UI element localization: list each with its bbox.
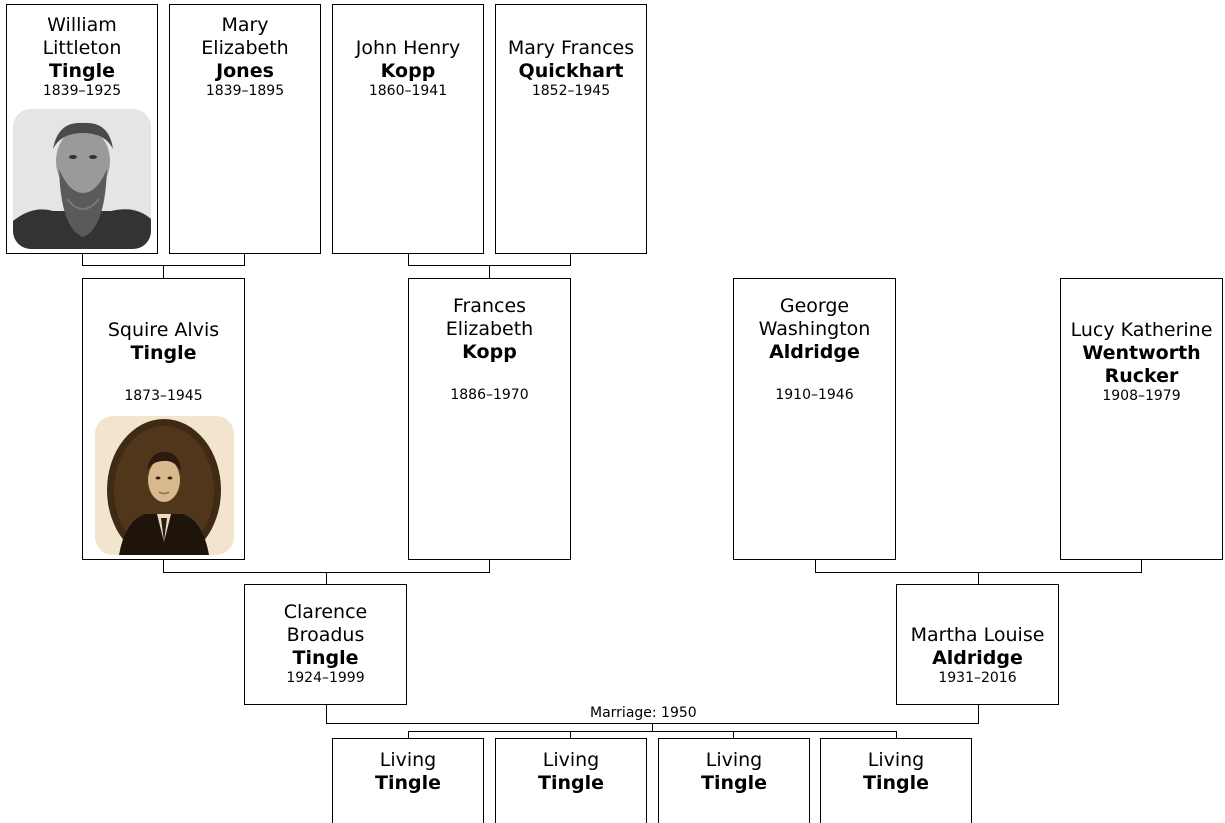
connector-line xyxy=(408,731,897,732)
person-card-living-tingle[interactable]: Living Tingle xyxy=(658,738,810,823)
connector-line xyxy=(896,731,897,739)
person-card-living-tingle[interactable]: Living Tingle xyxy=(820,738,972,823)
surname: Kopp xyxy=(380,60,436,82)
surname: Tingle xyxy=(130,342,197,364)
life-dates: 1852–1945 xyxy=(531,83,611,99)
person-card-william-tingle[interactable]: William Littleton Tingle 1839–1925 xyxy=(6,4,158,254)
life-dates: 1910–1946 xyxy=(775,387,854,403)
connector-line xyxy=(163,559,164,572)
given-name: Frances Elizabeth xyxy=(445,295,534,340)
given-name: Mary Frances xyxy=(507,37,635,59)
surname: Quickhart xyxy=(518,60,624,82)
surname: Tingle xyxy=(863,772,929,794)
person-card-living-tingle[interactable]: Living Tingle xyxy=(332,738,484,823)
connector-line xyxy=(978,572,979,585)
life-dates: 1924–1999 xyxy=(286,670,365,686)
connector-line xyxy=(570,253,571,265)
life-dates: 1860–1941 xyxy=(368,83,448,99)
portrait-photo xyxy=(95,416,234,555)
surname: Kopp xyxy=(462,341,517,363)
surname: Aldridge xyxy=(769,341,860,363)
connector-line xyxy=(326,704,327,723)
given-name: Living xyxy=(379,749,437,771)
given-name: Squire Alvis xyxy=(107,319,220,341)
connector-line xyxy=(652,723,653,731)
given-name: Living xyxy=(867,749,925,771)
connector-line xyxy=(489,559,490,572)
connector-line xyxy=(489,265,490,279)
surname: Tingle xyxy=(292,647,359,669)
portrait-photo-image xyxy=(13,109,151,249)
surname: Tingle xyxy=(375,772,441,794)
person-card-lucy-rucker[interactable]: Lucy Katherine Wentworth Rucker 1908–197… xyxy=(1060,278,1223,560)
life-dates: 1839–1925 xyxy=(42,83,122,99)
portrait-photo xyxy=(13,109,151,249)
connector-line xyxy=(1141,559,1142,572)
person-card-john-kopp[interactable]: John Henry Kopp 1860–1941 xyxy=(332,4,484,254)
connector-line xyxy=(733,731,734,739)
given-name: Martha Louise xyxy=(910,624,1045,646)
connector-line xyxy=(82,253,83,265)
surname: Wentworth Rucker xyxy=(1082,342,1201,387)
surname: Aldridge xyxy=(932,647,1023,669)
life-dates: 1908–1979 xyxy=(1102,388,1181,404)
connector-line xyxy=(326,572,327,585)
surname: Tingle xyxy=(49,60,115,82)
life-dates: 1873–1945 xyxy=(124,388,203,404)
portrait-photo-image xyxy=(95,416,234,555)
given-name: Living xyxy=(542,749,600,771)
person-card-mary-jones[interactable]: Mary Elizabeth Jones 1839–1895 xyxy=(169,4,321,254)
connector-line xyxy=(978,704,979,723)
given-name: George Washington xyxy=(758,295,871,340)
given-name: Lucy Katherine xyxy=(1070,319,1213,341)
person-card-squire-tingle[interactable]: Squire Alvis Tingle 1873–1945 xyxy=(82,278,245,560)
person-card-living-tingle[interactable]: Living Tingle xyxy=(495,738,647,823)
person-card-clarence-tingle[interactable]: Clarence Broadus Tingle 1924–1999 xyxy=(244,584,407,705)
given-name: John Henry xyxy=(355,37,461,59)
connector-line xyxy=(408,253,409,265)
surname: Tingle xyxy=(701,772,767,794)
surname: Jones xyxy=(216,60,274,82)
given-name: Living xyxy=(705,749,763,771)
life-dates: 1931–2016 xyxy=(938,670,1017,686)
connector-line xyxy=(570,731,571,739)
marriage-label: Marriage: 1950 xyxy=(588,705,699,721)
connector-line xyxy=(815,559,816,572)
connector-line xyxy=(244,253,245,265)
person-card-mary-quickhart[interactable]: Mary Frances Quickhart 1852–1945 xyxy=(495,4,647,254)
given-name: Mary Elizabeth xyxy=(201,14,289,59)
person-card-frances-kopp[interactable]: Frances Elizabeth Kopp 1886–1970 xyxy=(408,278,571,560)
connector-line xyxy=(408,731,409,739)
given-name: William Littleton xyxy=(42,14,122,59)
connector-line xyxy=(163,265,164,279)
life-dates: 1886–1970 xyxy=(450,387,529,403)
person-card-martha-aldridge[interactable]: Martha Louise Aldridge 1931–2016 xyxy=(896,584,1059,705)
life-dates: 1839–1895 xyxy=(205,83,285,99)
surname: Tingle xyxy=(538,772,604,794)
person-card-george-aldridge[interactable]: George Washington Aldridge 1910–1946 xyxy=(733,278,896,560)
given-name: Clarence Broadus xyxy=(283,601,368,646)
